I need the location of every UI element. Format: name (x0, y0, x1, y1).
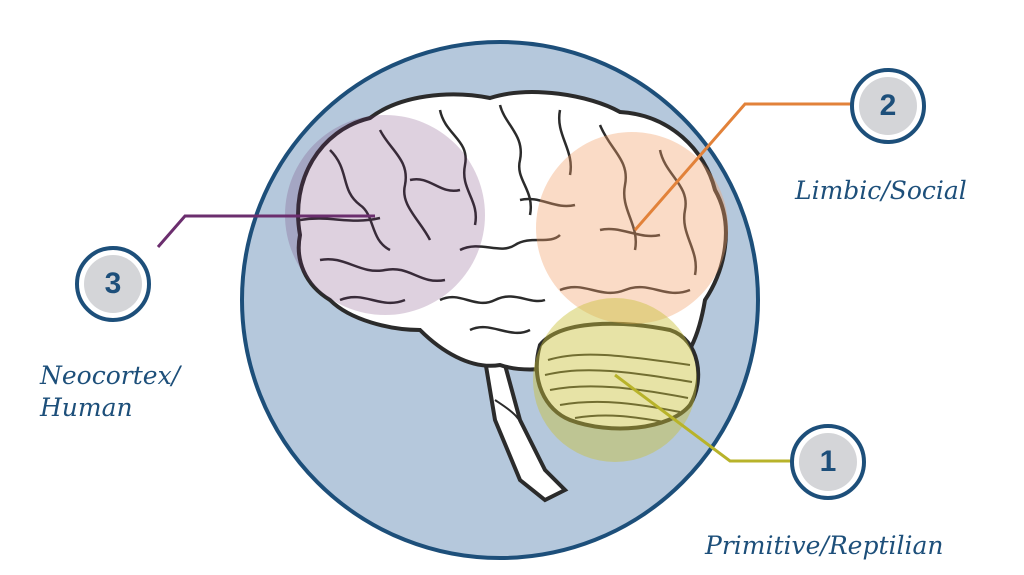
brain-folds (299, 104, 698, 335)
label-primitive: Primitive/Reptilian (705, 531, 944, 560)
badge-1: 1 (790, 424, 866, 500)
label-neocortex: Neocortex/ Human (40, 361, 181, 422)
primitive-region (533, 298, 697, 462)
badge-2: 2 (850, 68, 926, 144)
badge-1-number: 1 (799, 433, 857, 491)
limbic-region (536, 132, 728, 324)
leader-line-3 (156, 214, 375, 248)
badge-3-number: 3 (84, 255, 142, 313)
label-limbic: Limbic/Social (795, 176, 967, 205)
leader-line-2 (633, 102, 852, 231)
neocortex-region (285, 115, 485, 315)
badge-2-number: 2 (859, 77, 917, 135)
leader-line-1 (614, 373, 793, 463)
brain-outline (296, 90, 728, 378)
badge-3: 3 (75, 246, 151, 322)
